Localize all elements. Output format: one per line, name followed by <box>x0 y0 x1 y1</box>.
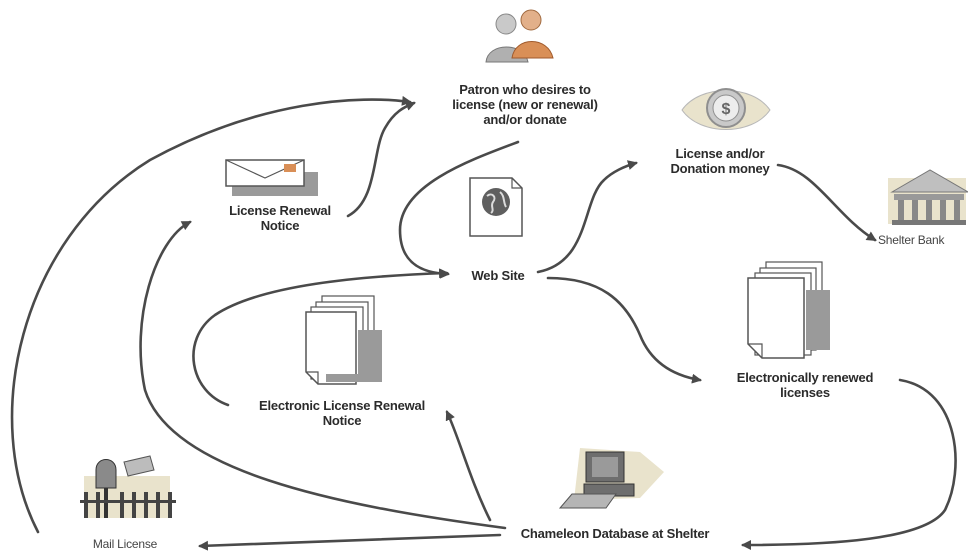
arrow-mail-to-patron <box>10 95 412 534</box>
svg-text:$: $ <box>722 101 731 118</box>
arrow-elic-to-website <box>192 268 449 407</box>
arrow-db-to-renewal-notice <box>139 220 507 530</box>
money-label: License and/or Donation money <box>670 146 770 176</box>
web-page-globe-icon <box>469 177 523 237</box>
dollar-coin-icon: $ <box>681 88 771 130</box>
arrow-money-to-bank <box>776 163 877 242</box>
arrow-renewal-to-patron <box>346 101 416 218</box>
arrow-db-to-mail <box>198 533 502 551</box>
arrow-website-to-money <box>536 160 638 274</box>
document-stack-icon <box>747 261 830 359</box>
electronic-notice-label: Electronic License Renewal Notice <box>258 398 426 428</box>
web-site-label: Web Site <box>471 268 525 283</box>
bank-label: Shelter Bank <box>878 233 945 247</box>
envelope-icon <box>225 159 318 196</box>
computer-icon <box>558 448 664 509</box>
electronic-renewed-label: Electronically renewed licenses <box>736 370 874 400</box>
renewal-notice-label: License Renewal Notice <box>229 203 331 233</box>
mailbox-icon <box>80 455 176 518</box>
bank-building-icon <box>888 169 968 225</box>
people-icon <box>485 9 554 63</box>
database-label: Chameleon Database at Shelter <box>520 526 710 541</box>
patron-label: Patron who desires to license (new or re… <box>452 82 598 127</box>
arrow-patron-to-website <box>398 140 520 279</box>
arrow-website-to-erenewed <box>546 276 702 384</box>
arrow-db-to-elic <box>445 410 492 522</box>
arrow-erenewed-to-db <box>741 378 957 550</box>
document-stack-icon <box>305 295 382 385</box>
mail-license-label: Mail License <box>92 537 158 551</box>
